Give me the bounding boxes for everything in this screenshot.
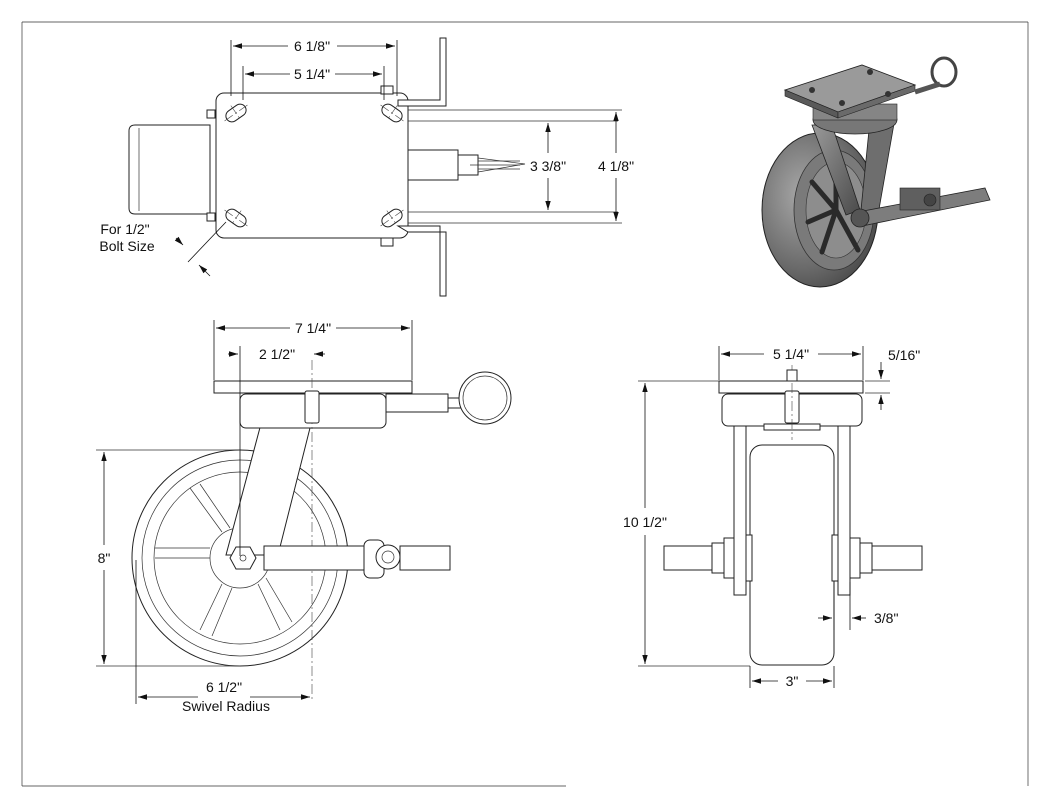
bolt-note-line2: Bolt Size (99, 238, 154, 254)
dim-front-axle-offset: 3/8" (874, 610, 898, 626)
top-view-brake-lever-lower (396, 225, 447, 297)
top-view-swivel-housing (128, 124, 211, 215)
dim-front-wheel-width: 3" (786, 673, 799, 689)
top-view: 6 1/8" 5 1/4" 3 3/8" 4 1/8" For 1/2" Bol… (99, 37, 634, 297)
front-view-axle-hardware (711, 534, 873, 582)
dim-side-height: 8" (98, 550, 111, 566)
top-view-pin-housing (407, 149, 459, 181)
dim-swivel-radius-value: 6 1/2" (206, 679, 242, 695)
side-view: 7 1/4" 2 1/2" 8" 6 1/2" Swivel Radius (96, 320, 512, 714)
dim-side-offset: 2 1/2" (259, 346, 295, 362)
front-view-wheel (749, 444, 835, 666)
top-view-bolt-slots (224, 103, 404, 228)
dim-top-height-outer: 4 1/8" (598, 158, 634, 174)
dim-swivel-radius-label: Swivel Radius (182, 698, 270, 714)
dim-top-height-inner: 3 3/8" (530, 158, 566, 174)
dim-front-plate-thickness: 5/16" (888, 347, 920, 363)
dim-side-plate-width: 7 1/4" (295, 320, 331, 336)
top-view-brake-lever-upper (397, 37, 447, 107)
dim-top-width-inner: 5 1/4" (294, 66, 330, 82)
bolt-note-line1: For 1/2" (100, 221, 149, 237)
side-view-lock-pin (385, 393, 449, 413)
dim-top-width-outer: 6 1/8" (294, 38, 330, 54)
front-view-fork-right (837, 424, 851, 596)
drawing-border (21, 21, 1029, 787)
dim-front-overall-height: 10 1/2" (623, 514, 667, 530)
top-view-mounting-plate (215, 92, 409, 239)
front-view: 5 1/4" 5/16" 10 1/2" 3/8" 3" (623, 346, 923, 689)
side-view-brake-arm (263, 545, 365, 571)
caster-3d-render (761, 56, 991, 288)
front-view-fork-left (733, 424, 747, 596)
side-view-lock-ring (458, 371, 512, 425)
dim-front-plate-width: 5 1/4" (773, 346, 809, 362)
